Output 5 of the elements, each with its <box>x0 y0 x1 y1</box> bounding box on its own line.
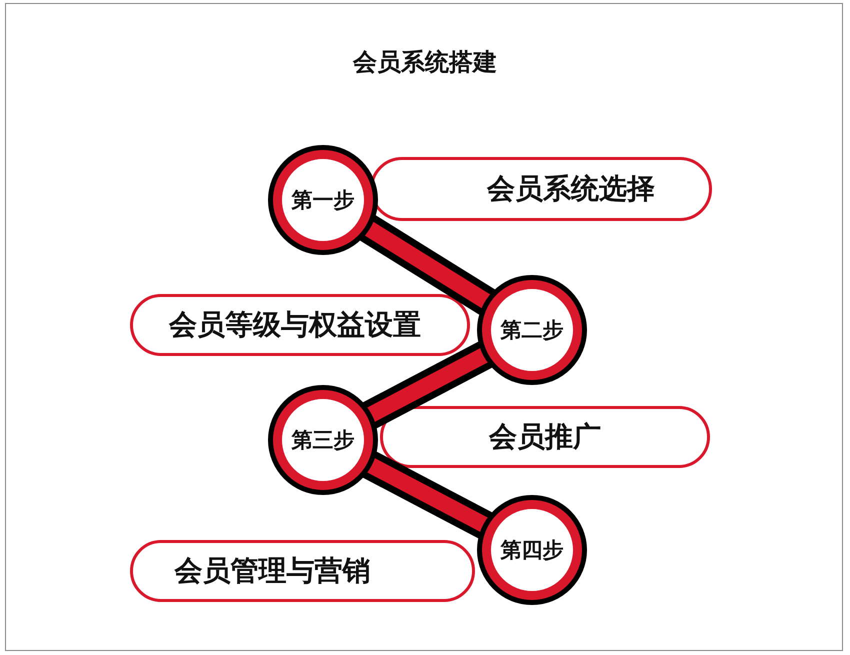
step-label-pill: 会员系统选择 <box>370 157 712 221</box>
step-label-pill: 会员管理与营销 <box>130 540 475 602</box>
diagram-title: 会员系统搭建 <box>352 47 498 78</box>
step-label-pill: 会员推广 <box>380 406 710 468</box>
step-label-pill: 会员等级与权益设置 <box>130 294 470 356</box>
